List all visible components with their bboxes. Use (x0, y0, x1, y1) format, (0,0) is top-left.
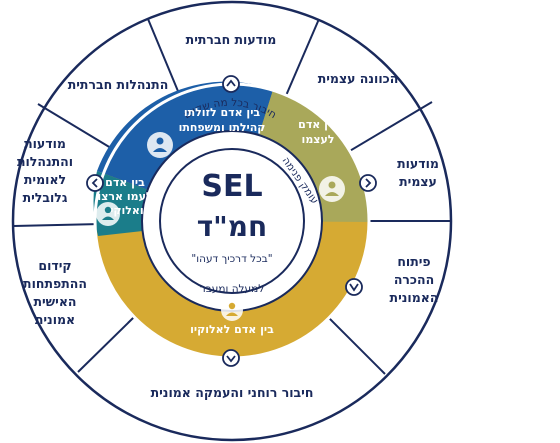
chevron-down-button[interactable] (222, 349, 240, 367)
outer-left-lower-1: קידום (38, 258, 71, 273)
outer-bottom-label: חיבור רוחני והעמקה אמונית (151, 385, 314, 400)
outer-right-upper-2: עצמית (399, 174, 437, 189)
people-icon-teal (96, 202, 120, 226)
outer-left-upper-1: מודעות (24, 136, 66, 151)
outer-left-upper-4: גלובלית (23, 190, 68, 205)
people-icon-blue (147, 132, 173, 158)
outer-right-lower-1: פיתוח (397, 254, 430, 269)
teal-label-1: בין אדם (105, 176, 145, 189)
center-hemed: חמ"ד (197, 210, 268, 243)
outer-top-label: מודעות חברתית (186, 32, 277, 47)
blue-label-2: קהילתו ומשפחתו (179, 121, 266, 134)
olive-label-2: לעצמו (302, 133, 335, 146)
chevron-left-button[interactable] (86, 174, 104, 192)
outer-right-upper-1: מודעות (397, 156, 439, 171)
olive-label-1: בין אדם (298, 118, 338, 131)
center-sel: SEL (201, 169, 262, 204)
outer-top-left-label: התנהלות חברתית (68, 77, 169, 92)
outer-left-upper-2: והתנהלות (17, 154, 73, 169)
center-slogan: "בכל דרכיך דעהו" (191, 253, 272, 265)
outer-labels: מודעות חברתית התנהלות חברתית הכוונה עצמי… (17, 32, 439, 400)
outer-top-right-label: הכוונה עצמית (318, 71, 399, 86)
outer-right-lower-2: ההכרה (394, 272, 434, 287)
outer-left-lower-4: אמונית (35, 312, 75, 327)
center-circle (159, 148, 305, 294)
chevron-right-button[interactable] (359, 174, 377, 192)
people-icon-olive (319, 176, 345, 202)
chevron-up-button[interactable] (222, 75, 240, 93)
outer-right-lower-3: האמונית (390, 290, 439, 305)
outer-left-lower-2: ההתפתחות (23, 276, 87, 291)
people-icon-gold (221, 299, 243, 321)
outer-left-upper-3: לאומית (24, 172, 66, 187)
gold-label-1: בין אדם לאלוקיו (190, 323, 274, 336)
ring-label-bottom: למעלה ומעבר (200, 283, 264, 295)
blue-label-1: בין אדם לזולתו (184, 106, 261, 119)
chevron-down-right-button[interactable] (345, 278, 363, 296)
outer-left-lower-3: האישית (33, 294, 76, 309)
teal-label-2: לעמו ארצו (97, 190, 152, 203)
